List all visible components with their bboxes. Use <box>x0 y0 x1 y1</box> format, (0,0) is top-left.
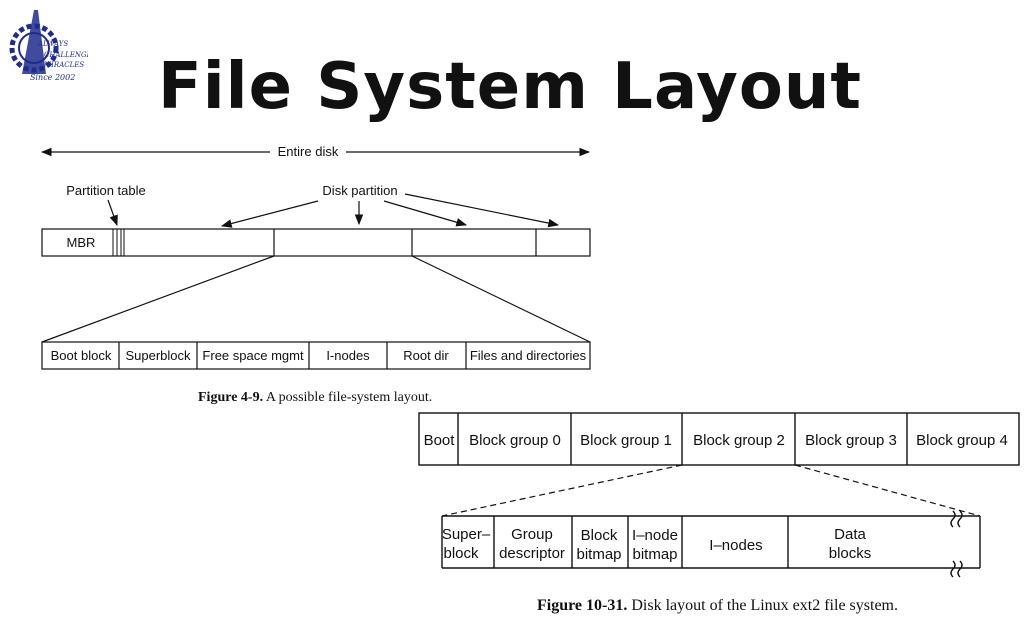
ext2-cell-superblock-1: Super– <box>442 526 491 543</box>
disk-partition-arrow-4 <box>404 193 560 228</box>
detail-cell-free-space: Free space mgmt <box>202 348 304 363</box>
page-title: File System Layout <box>158 50 862 124</box>
detail-cell-inodes: I-nodes <box>326 348 370 363</box>
figure-4-9-caption-label: Figure 4-9. <box>198 390 264 405</box>
figure-10-31 <box>418 412 1020 578</box>
logo-line1: ALWAYS <box>37 40 68 48</box>
figure-4-9-caption-text: A possible file-system layout. <box>265 390 433 405</box>
ext2-cell-data-1: Data <box>834 526 866 543</box>
ext2-cell-block-bitmap-1: Block <box>581 527 618 544</box>
disk-partition-label: Disk partition <box>322 183 397 198</box>
figure-10-31-caption-text: Disk layout of the Linux ext2 file syste… <box>631 597 898 614</box>
ext2-cell-block-bitmap-2: bitmap <box>576 546 621 563</box>
logo-line2: CHALLENGE <box>44 51 88 59</box>
logo-line3: MIRACLES <box>43 61 84 69</box>
ext2-top-bar <box>418 412 1020 466</box>
ext2-cell-group-desc-1: Group <box>511 526 553 543</box>
figure-4-9-labels: Entire disk Partition table Disk partiti… <box>51 144 587 363</box>
ext2-cell-group-desc-2: descriptor <box>499 545 565 562</box>
top-cell-group-4: Block group 4 <box>916 432 1008 449</box>
figure-4-9 <box>40 147 591 370</box>
partition-table-arrow <box>107 199 118 227</box>
disk-partition-arrow-3 <box>383 200 468 227</box>
expand-line-left <box>41 255 275 343</box>
break-mark-bottom <box>950 560 963 578</box>
top-cell-boot: Boot <box>424 432 456 449</box>
figure-4-9-caption: Figure 4-9. A possible file-system layou… <box>198 390 432 406</box>
ext2-cell-inodes: I–nodes <box>709 537 762 554</box>
top-cell-group-3: Block group 3 <box>805 432 897 449</box>
detail-cell-superblock: Superblock <box>125 348 191 363</box>
disk-partition-arrow-1 <box>220 200 319 228</box>
logo-line4: Since 2002 <box>30 73 75 82</box>
mbr-label: MBR <box>67 235 96 250</box>
entire-disk-label: Entire disk <box>278 144 339 159</box>
ext2-expand-left <box>441 464 683 517</box>
top-cell-group-1: Block group 1 <box>580 432 672 449</box>
logo: ALWAYS CHALLENGE MIRACLES Since 2002 <box>9 10 88 82</box>
detail-cell-boot-block: Boot block <box>51 348 112 363</box>
disk-bar <box>41 228 591 257</box>
ext2-cell-superblock-2: block <box>443 545 479 562</box>
detail-cell-files-dirs: Files and directories <box>470 348 587 363</box>
ext2-cell-inode-bitmap-1: I–node <box>632 527 678 544</box>
top-cell-group-0: Block group 0 <box>469 432 561 449</box>
ext2-cell-data-2: blocks <box>829 545 872 562</box>
partition-detail-bar <box>41 341 591 370</box>
figure-10-31-caption-label: Figure 10-31. <box>537 597 628 614</box>
ext2-cell-inode-bitmap-2: bitmap <box>632 546 677 563</box>
expand-line-right <box>411 255 591 343</box>
break-mark-top <box>950 510 963 528</box>
ext2-expand-right <box>794 464 981 517</box>
detail-cell-root-dir: Root dir <box>403 348 449 363</box>
partition-table-label: Partition table <box>66 183 146 198</box>
top-cell-group-2: Block group 2 <box>693 432 785 449</box>
figure-10-31-labels: Boot Block group 0 Block group 1 Block g… <box>424 432 1008 563</box>
figure-10-31-caption: Figure 10-31. Disk layout of the Linux e… <box>537 597 898 615</box>
gear-logo-icon <box>9 10 59 74</box>
